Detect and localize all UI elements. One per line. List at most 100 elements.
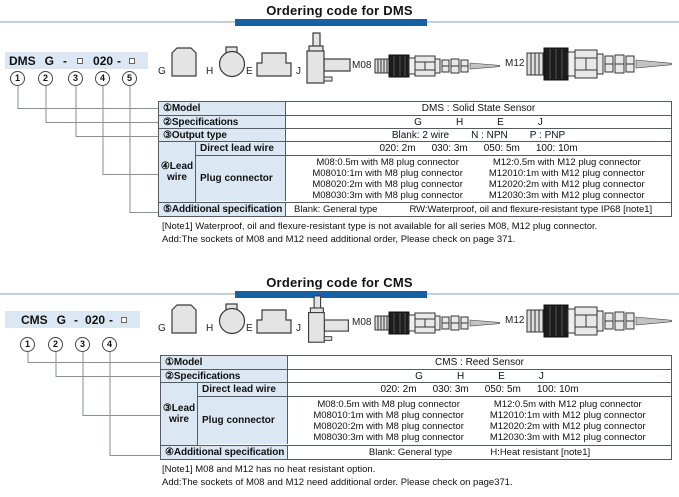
dms-leadwire-group-label: ④Lead wire — [159, 142, 196, 202]
title-accent-bar — [235, 19, 427, 26]
spec-value: J — [537, 116, 543, 128]
dms-code-placeholder-box-2 — [129, 57, 136, 64]
cms-circle-3: 3 — [75, 337, 90, 352]
plug-m12-list: M12:0.5m with M12 plug connector M12010:… — [488, 156, 645, 201]
output-value: P : PNP — [529, 129, 566, 141]
cms-notes: [Note1] M08 and M12 has no heat resistan… — [162, 464, 513, 489]
cms-note-1: [Note1] M08 and M12 has no heat resistan… — [162, 464, 376, 475]
table-row: ①Model CMS : Reed Sensor — [161, 356, 671, 369]
cms-ordering-code: CMS G - 020 - — [5, 311, 140, 328]
plug-m12-list: M12:0.5m with M12 plug connector M12010:… — [489, 398, 646, 443]
dms-circle-1: 1 — [10, 71, 25, 86]
dms-note-1: [Note1] Waterproof, oil and flexure-resi… — [162, 221, 598, 232]
dms-plug-connector-values: M08:0.5m with M8 plug connector M08010:1… — [286, 156, 671, 201]
table-row: Direct lead wire 020: 2m 030: 3m 050: 5m… — [198, 383, 671, 396]
cms-code-spec: G — [56, 312, 67, 327]
cms-ordering-table: ①Model CMS : Reed Sensor ②Specifications… — [160, 355, 672, 460]
dms-circle-2: 2 — [38, 71, 53, 86]
spec-h-label: H — [206, 323, 214, 334]
spec-g-label: G — [158, 323, 166, 334]
m08-plug-connector-icon — [374, 50, 500, 82]
spec-h-label: H — [206, 66, 214, 77]
dms-additional-values: Blank: General type RW:Waterproof, oil a… — [286, 203, 671, 216]
dms-code-number: 020 — [93, 53, 114, 68]
table-row: Plug connector M08:0.5m with M8 plug con… — [198, 396, 671, 444]
dms-code-spec: G — [44, 53, 55, 68]
cms-spec-values: G H E J — [288, 370, 671, 382]
cms-circle-1: 1 — [20, 337, 35, 352]
output-value: Blank: 2 wire — [391, 129, 450, 141]
plug-m08-list: M08:0.5m with M8 plug connector M08010:1… — [312, 156, 463, 201]
leadwire-value: 100: 10m — [536, 384, 579, 395]
table-row: ②Specifications G H E J — [159, 115, 671, 128]
dms-code-model: DMS — [9, 53, 36, 68]
cms-sensor-icons-row: G H E J M08 — [0, 287, 679, 359]
table-row: ③Output type Blank: 2 wire N : NPN P : P… — [159, 128, 671, 141]
spec-value: H — [455, 116, 464, 128]
leadwire-value: 030: 3m — [431, 143, 468, 154]
additional-value-blank: Blank: General type — [294, 204, 378, 215]
cms-code-dash1: - — [74, 312, 79, 327]
dms-section-title: Ordering code for DMS — [266, 3, 413, 18]
dms-additional-label: ⑤Additional specification — [159, 203, 286, 216]
leadwire-value: 050: 5m — [483, 143, 520, 154]
m08-connector-label: M08 — [352, 60, 372, 71]
m12-connector-label: M12 — [505, 315, 525, 326]
cms-circle-2: 2 — [48, 337, 63, 352]
table-row: ②Specifications G H E J — [161, 369, 671, 382]
dms-model-value: DMS : Solid State Sensor — [421, 103, 536, 114]
plug-m08-list: M08:0.5m with M8 plug connector M08010:1… — [313, 398, 464, 443]
sensor-shape-j-icon — [304, 295, 352, 345]
table-row-group: ④Lead wire Direct lead wire 020: 2m 030:… — [159, 141, 671, 202]
cms-spec-label: ②Specifications — [161, 370, 288, 382]
dms-model-label: ①Model — [159, 102, 286, 115]
table-row: ④Additional specification Blank: General… — [161, 445, 671, 459]
cms-model-value: CMS : Reed Sensor — [435, 357, 524, 368]
table-row: Plug connector M08:0.5m with M8 plug con… — [196, 155, 671, 201]
spec-e-label: E — [246, 323, 253, 334]
dms-ordering-code: DMS G - 020 - — [5, 52, 148, 69]
sensor-shape-h-icon — [216, 303, 248, 335]
dms-code-placeholder-box-1 — [77, 57, 84, 64]
cms-direct-leadwire-values: 020: 2m 030: 3m 050: 5m 100: 10m — [288, 383, 671, 396]
dms-code-dash2: - — [117, 53, 122, 68]
cms-direct-leadwire-label: Direct lead wire — [198, 383, 288, 396]
table-row: ⑤Additional specification Blank: General… — [159, 202, 671, 216]
spec-j-label: J — [296, 66, 301, 77]
additional-value-rw: RW:Waterproof, oil and flexure-resistant… — [409, 204, 653, 215]
dms-spec-label: ②Specifications — [159, 116, 286, 128]
leadwire-value: 100: 10m — [535, 143, 578, 154]
spec-g-label: G — [158, 66, 166, 77]
dms-output-label: ③Output type — [159, 129, 286, 141]
sensor-shape-e-icon — [256, 307, 292, 335]
sensor-shape-e-icon — [256, 50, 292, 78]
output-value: N : NPN — [471, 129, 508, 141]
table-row: ①Model DMS : Solid State Sensor — [159, 102, 671, 115]
cms-plug-connector-label: Plug connector — [198, 397, 288, 444]
cms-code-placeholder-box — [121, 316, 128, 323]
dms-direct-leadwire-label: Direct lead wire — [196, 142, 286, 155]
cms-section-title: Ordering code for CMS — [266, 275, 413, 290]
cms-additional-label: ④Additional specification — [161, 446, 288, 459]
dms-ordering-table: ①Model DMS : Solid State Sensor ②Specifi… — [158, 101, 672, 217]
cms-code-number: 020 — [85, 312, 106, 327]
sensor-shape-j-icon — [304, 32, 352, 86]
spec-value: E — [497, 116, 504, 128]
table-row: Direct lead wire 020: 2m 030: 3m 050: 5m… — [196, 142, 671, 155]
spec-value: G — [414, 116, 422, 128]
m12-plug-connector-icon — [526, 44, 672, 84]
spec-value: E — [498, 370, 505, 382]
additional-value-blank: Blank: General type — [368, 447, 453, 458]
group-label-line2: wire — [168, 414, 189, 425]
table-row-group: ③Lead wire Direct lead wire 020: 2m 030:… — [161, 382, 671, 445]
leadwire-value: 020: 2m — [380, 384, 417, 395]
leadwire-value: 050: 5m — [484, 384, 521, 395]
group-label-line2: wire — [166, 172, 187, 183]
m08-connector-label: M08 — [352, 317, 372, 328]
cms-model-label: ①Model — [161, 356, 288, 369]
dms-spec-values: G H E J — [286, 116, 671, 128]
dms-circle-3: 3 — [68, 71, 83, 86]
dms-plug-connector-label: Plug connector — [196, 156, 286, 201]
additional-value-h: H:Heat resistant [note1] — [490, 447, 591, 458]
leadwire-value: 020: 2m — [379, 143, 416, 154]
